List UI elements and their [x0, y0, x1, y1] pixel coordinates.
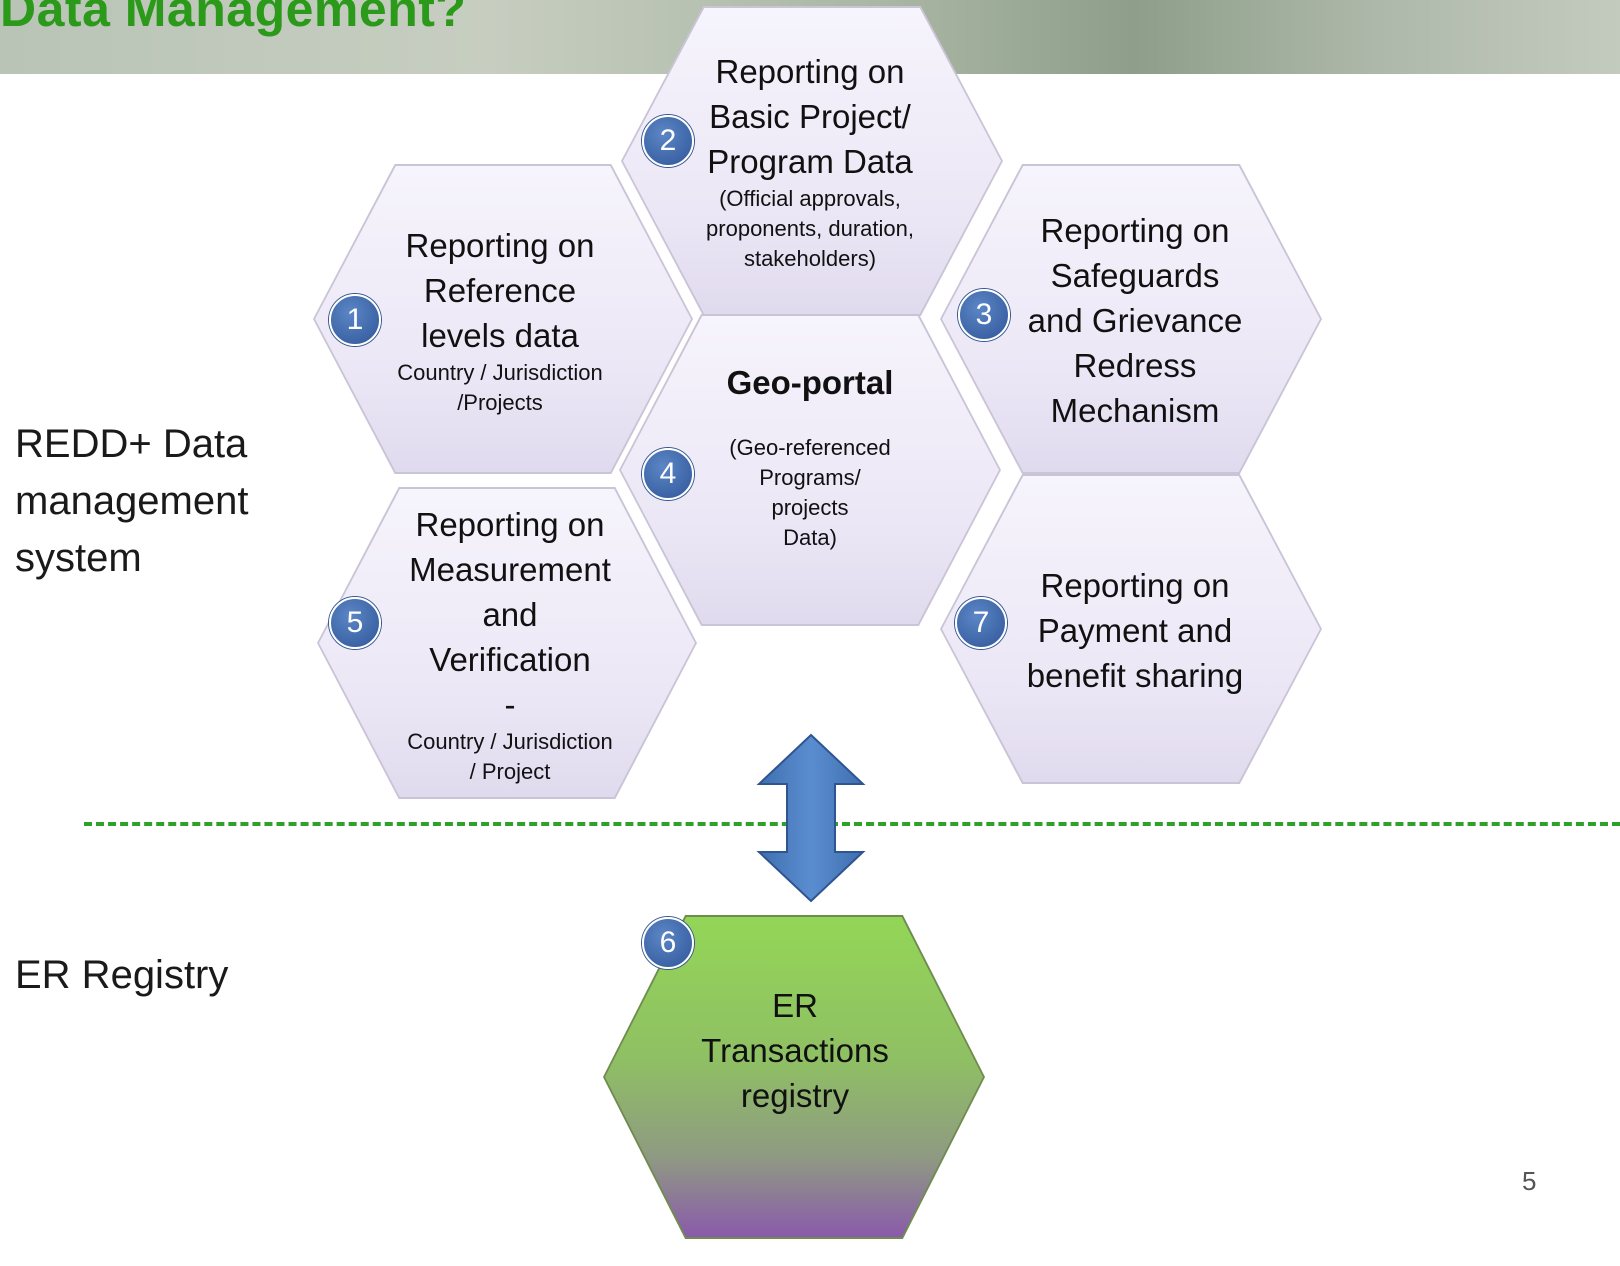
hex-shape [605, 917, 983, 1237]
module-title: Reporting on Measurement and Verificatio… [409, 505, 611, 723]
module-title: Reporting on Payment and benefit sharing [1026, 566, 1244, 694]
module-title: Reporting on Reference levels data [405, 226, 595, 354]
page-number: 5 [1522, 1166, 1537, 1196]
hex-shape [623, 8, 1001, 314]
module-title: Reporting on Safeguards and Grievance Re… [1027, 211, 1243, 429]
system-label: REDD+ Data management system [15, 422, 249, 580]
section-divider [84, 822, 1620, 826]
badge-3: 3 [958, 289, 1010, 341]
badge-2: 2 [642, 115, 694, 167]
page-title: Data Management? [0, 0, 467, 37]
module-title: Reporting on Basic Project/ Program Data [707, 52, 913, 180]
double-arrow-icon [756, 733, 866, 903]
badge-7: 7 [955, 597, 1007, 649]
module-title: ER Transactions registry [701, 986, 889, 1114]
badge-1: 1 [329, 294, 381, 346]
hex-shape [319, 489, 695, 797]
module-detail: (Official approvals, proponents, duratio… [706, 185, 914, 271]
module-title: Geo-portal [726, 364, 894, 401]
module-detail: (Geo-referenced Programs/ projects Data) [729, 435, 891, 550]
badge-4: 4 [642, 448, 694, 500]
registry-label: ER Registry [15, 953, 229, 997]
module-detail: Country / Jurisdiction / Project [407, 728, 613, 784]
badge-5: 5 [329, 597, 381, 649]
module-detail: Country / Jurisdiction /Projects [397, 359, 603, 415]
badge-6: 6 [642, 917, 694, 969]
